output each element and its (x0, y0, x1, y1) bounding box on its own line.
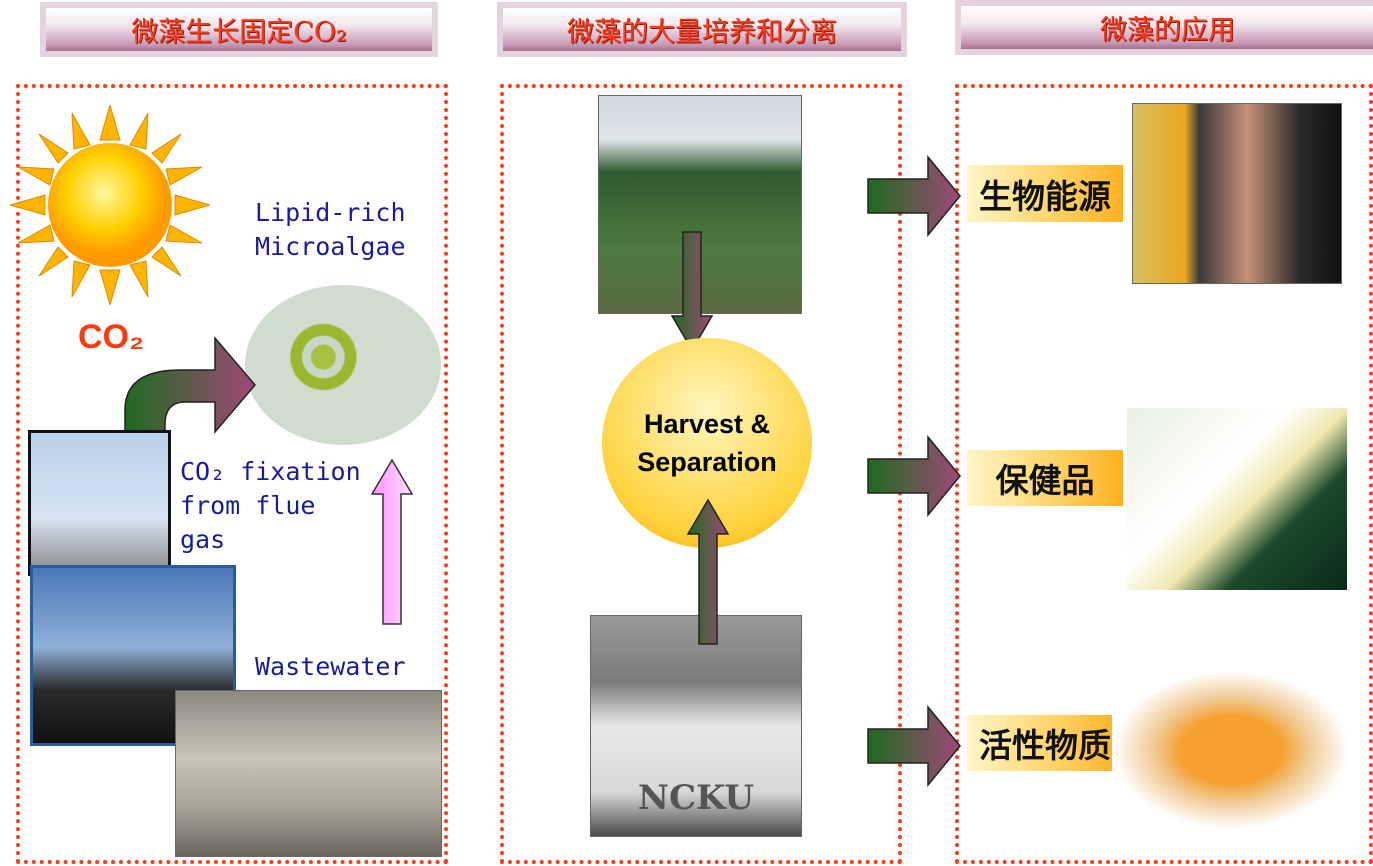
wastewater-label: Wastewater (255, 652, 406, 681)
header-cultivation: 微藻的大量培养和分离 (497, 2, 907, 57)
sun-icon (10, 105, 210, 305)
biofuel-image (1132, 103, 1342, 284)
label-bioactive-substances: 活性物质 (967, 715, 1123, 771)
down-arrow-icon (670, 231, 714, 352)
chlostanin-gold-image (1127, 408, 1347, 590)
arrow-to-bioenergy-icon (867, 155, 961, 237)
label-bioenergy: 生物能源 (967, 165, 1123, 222)
ncku-tank-image: NCKU (590, 615, 802, 837)
wastewater-image (175, 690, 442, 857)
label-health-products: 保健品 (967, 450, 1123, 506)
cell-membrane-diagram-image (1112, 670, 1350, 830)
smokestack-image (28, 430, 171, 576)
panel-left (16, 84, 448, 864)
co2-label: CO₂ (78, 318, 145, 356)
arrow-to-health-products-icon (867, 435, 961, 517)
curved-arrow-icon (124, 335, 256, 459)
header-applications: 微藻的应用 (955, 0, 1373, 55)
microalgae-image (245, 285, 441, 445)
up-arrow-icon (686, 498, 730, 645)
arrow-to-bioactive-icon (867, 705, 961, 787)
header-co2-fixation: 微藻生长固定CO₂ (40, 2, 438, 57)
up-arrow-pink-icon (370, 458, 414, 625)
